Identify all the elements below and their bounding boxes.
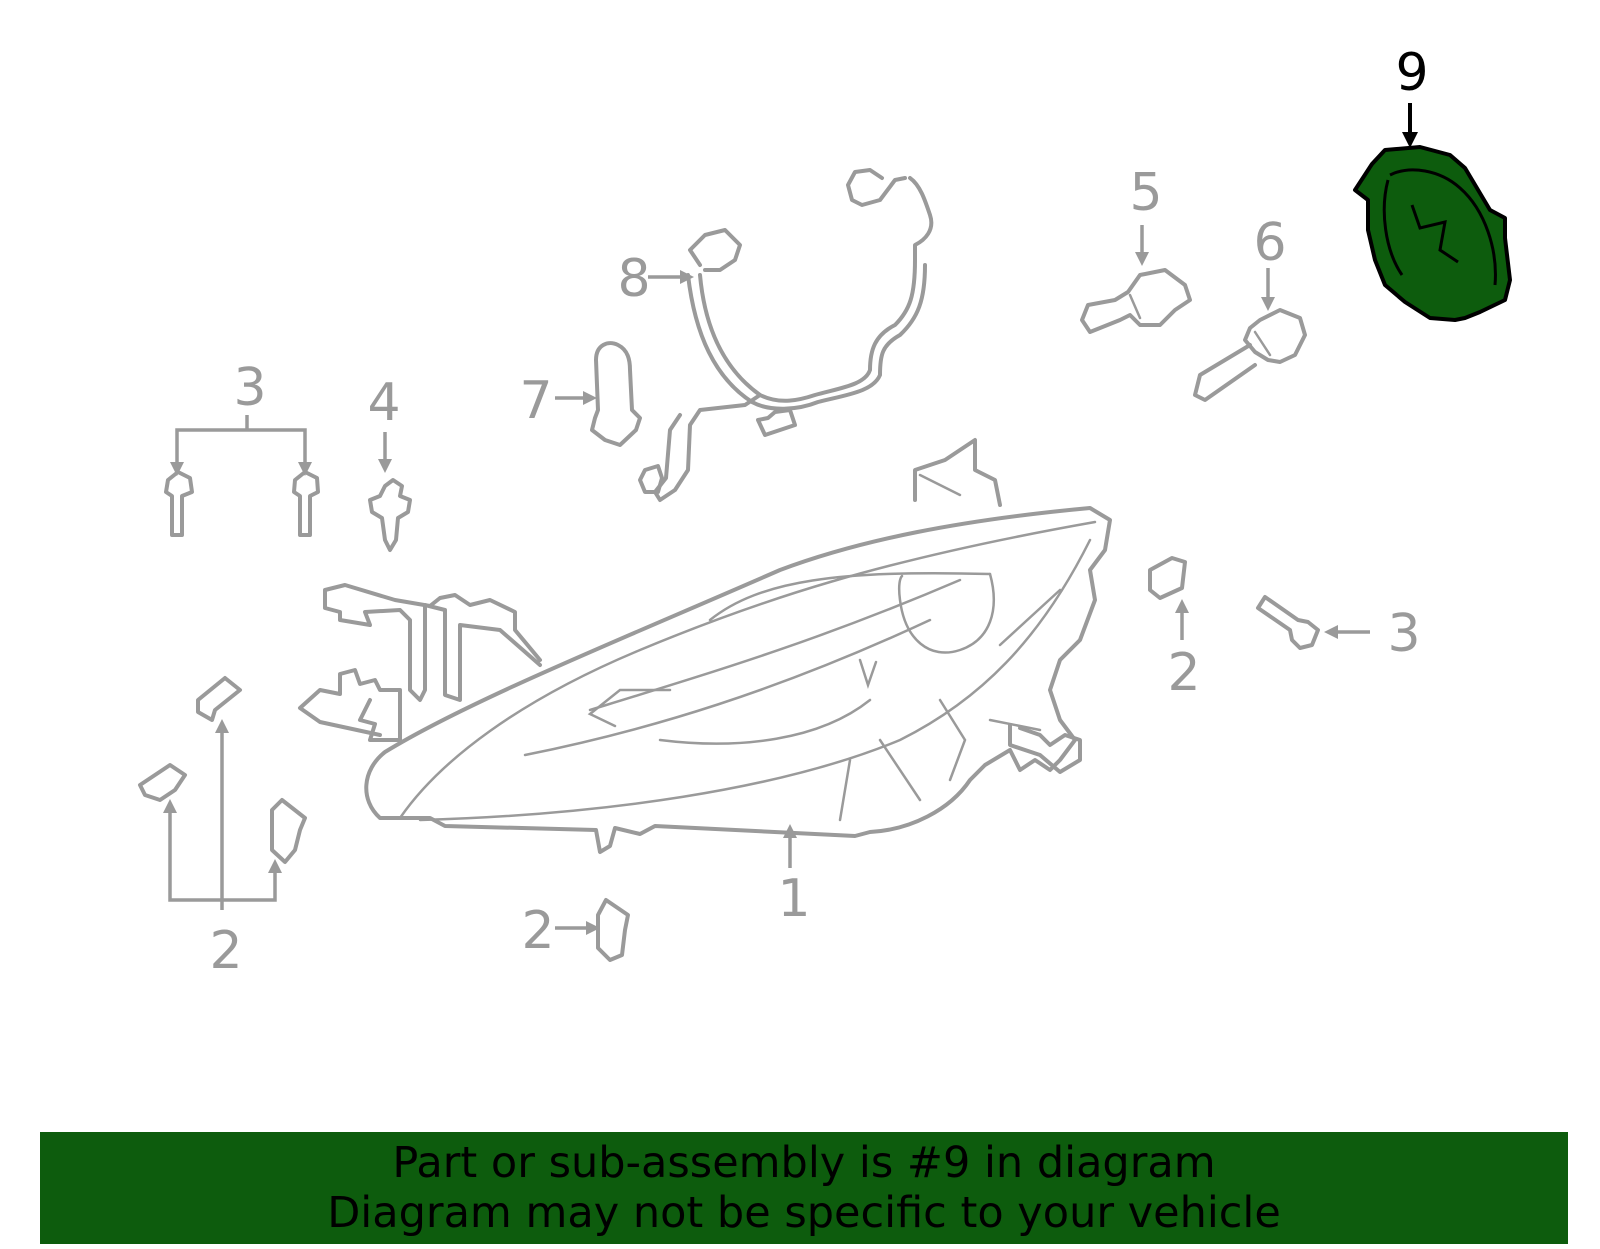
callout-3-top: 3 (233, 358, 266, 418)
clip-part-2-c (270, 798, 307, 864)
callout-4: 4 (367, 373, 400, 433)
clip-part-2-a (196, 676, 242, 722)
headlamp-assembly-part-1 (298, 438, 1112, 854)
clip-part-2-d (1148, 556, 1187, 600)
callout-2-left: 2 (209, 921, 242, 981)
bulb-socket-part-7 (590, 341, 642, 447)
callout-1: 1 (777, 869, 810, 929)
callout-7: 7 (519, 371, 552, 431)
bulb-part-6 (1193, 308, 1307, 402)
callout-2-bottom: 2 (521, 901, 554, 961)
clip-part-2-b (138, 763, 187, 802)
bolt-part-3-left (164, 470, 194, 537)
clip-part-2-e (596, 898, 630, 962)
bulb-part-5 (1080, 268, 1192, 334)
callout-5: 5 (1129, 163, 1162, 223)
callout-6: 6 (1253, 213, 1286, 273)
banner-line-2: Diagram may not be specific to your vehi… (327, 1188, 1281, 1238)
bolt-part-3-side (1256, 595, 1320, 650)
banner-line-1: Part or sub-assembly is #9 in diagram (392, 1138, 1216, 1188)
leader-lines (163, 103, 1418, 935)
callout-8: 8 (617, 249, 650, 309)
callout-labels: 9 5 6 8 7 3 4 3 2 1 2 2 (209, 43, 1428, 981)
callout-3-side: 3 (1387, 604, 1420, 664)
headlamp-cap-part-9 (1353, 145, 1512, 322)
bolt-part-3-right (292, 470, 320, 537)
info-banner: Part or sub-assembly is #9 in diagram Di… (40, 1132, 1568, 1244)
callout-9: 9 (1395, 43, 1428, 103)
callout-2-right: 2 (1167, 643, 1200, 703)
clip-part-4 (368, 478, 412, 552)
wiring-harness-part-8 (638, 168, 934, 502)
